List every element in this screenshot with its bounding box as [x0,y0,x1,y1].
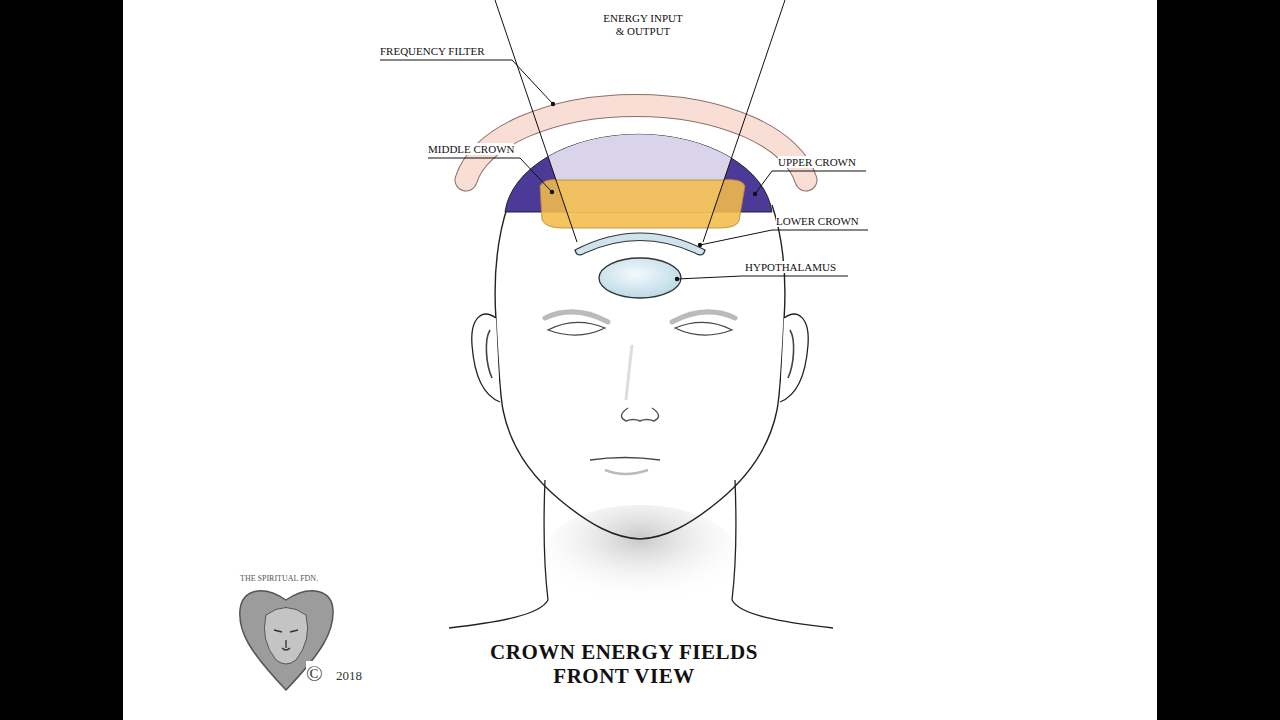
mouth [590,458,660,461]
leader-line [677,276,848,279]
leader-line [380,60,553,104]
part-label: FREQUENCY FILTER [380,45,485,57]
hypothalamus [599,258,681,298]
leader-dot [698,243,702,247]
nose-shade [626,345,632,400]
leader-dot [753,192,757,196]
logo-lion-features [274,630,298,650]
part-label-box: HYPOTHALAMUS [745,261,836,274]
right-ear [780,314,808,402]
head-outline [495,205,785,539]
io-label: ENERGY INPUT & OUTPUT [603,12,682,37]
leader-line [428,158,552,192]
logo-text-box: THE SPIRITUAL FDN. [240,574,318,584]
nose [621,408,658,421]
copyright-symbol: © [306,661,323,686]
leader-dots [550,102,757,281]
part-label: LOWER CROWN [776,215,859,227]
leader-line [700,230,868,245]
part-label-box: LOWER CROWN [776,215,859,228]
right-brow-shade [672,312,735,322]
leader-lines [380,60,868,279]
leader-dot [675,277,679,281]
part-label-box: UPPER CROWN [778,156,856,169]
logo-text: THE SPIRITUAL FDN. [240,574,318,583]
left-brow-shade [545,312,608,322]
logo-heart [240,591,333,690]
neck-left [449,480,548,628]
neck-right [732,480,833,628]
left-eye [548,322,605,335]
year-label: 2018 [336,668,362,683]
right-ear-inner [788,330,794,378]
part-label-box: MIDDLE CROWN [428,143,514,156]
leader-dot [551,102,555,106]
left-ear [472,314,500,402]
title-box: CROWN ENERGY FIELDS FRONT VIEW [464,640,784,688]
part-label: HYPOTHALAMUS [745,261,836,273]
part-label: MIDDLE CROWN [428,143,514,155]
part-label-box: FREQUENCY FILTER [380,45,485,58]
diagram-title: CROWN ENERGY FIELDS FRONT VIEW [490,640,758,688]
io-label-box: ENERGY INPUT & OUTPUT [599,12,687,38]
left-ear-inner [486,330,492,378]
leader-dot [550,190,554,194]
lower-lip-shade [605,470,648,474]
year-label-box: 2018 [336,668,362,683]
energy-funnel-line [703,0,785,242]
leader-line [755,171,866,194]
copyright-symbol-box: © [306,662,323,686]
logo-lion-face [264,608,307,665]
frequency-filter [466,105,806,180]
neck-shading [540,505,740,615]
energy-funnel-line [495,0,577,242]
middle-crown-band [540,180,745,228]
lower-crown [575,233,705,255]
part-label: UPPER CROWN [778,156,856,168]
right-eye [675,322,732,335]
frequency-filter-outline [466,105,806,180]
